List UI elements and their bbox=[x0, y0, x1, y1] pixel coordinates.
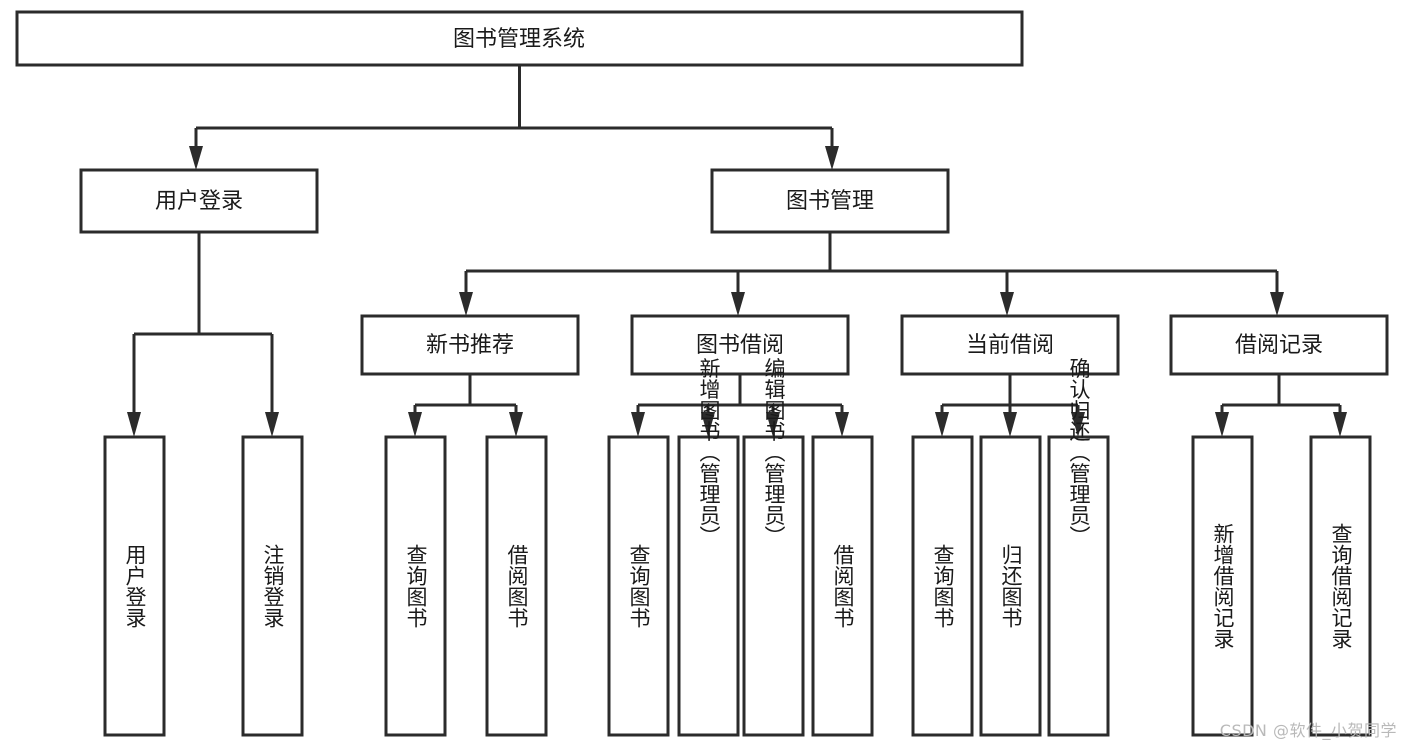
node-borrow-record-label: 借阅记录 bbox=[1235, 333, 1323, 358]
node-leaf-query-book-2-box[interactable] bbox=[607, 435, 670, 737]
node-leaf-user-login-box[interactable] bbox=[103, 435, 166, 737]
arrowhead-leaf-query-book-2 bbox=[631, 412, 645, 437]
node-user-login-box[interactable] bbox=[79, 168, 319, 234]
arrowhead-leaf-logout bbox=[265, 412, 279, 437]
node-leaf-confirm-return-label: 确认归还（管理员） bbox=[1067, 358, 1091, 547]
node-leaf-user-login-label: 用户登录 bbox=[123, 544, 147, 628]
node-leaf-borrow-book-1-label: 借阅图书 bbox=[505, 544, 529, 628]
node-leaf-edit-book-box[interactable] bbox=[742, 435, 805, 737]
node-leaf-query-book-3-label: 查询图书 bbox=[931, 544, 955, 628]
node-leaf-query-book-2-label: 查询图书 bbox=[627, 544, 651, 628]
node-borrow-record-box[interactable] bbox=[1169, 314, 1389, 376]
arrowhead-leaf-return-book bbox=[1003, 412, 1017, 437]
node-book-management[interactable]: 图书管理 bbox=[710, 168, 950, 234]
node-root-label: 图书管理系统 bbox=[453, 27, 585, 52]
node-leaf-add-book-label: 新增图书（管理员） bbox=[697, 358, 721, 547]
node-leaf-query-book-2[interactable]: 查询图书 bbox=[607, 435, 670, 737]
node-leaf-query-record[interactable]: 查询借阅记录 bbox=[1309, 435, 1372, 737]
node-leaf-user-login[interactable]: 用户登录 bbox=[103, 435, 166, 737]
arrowhead-borrow-record bbox=[1270, 292, 1284, 316]
node-leaf-return-book-label: 归还图书 bbox=[999, 544, 1023, 628]
leaf-nodes-layer: 用户登录 注销登录 查询图书 借阅图书 查询图书 新增图书（管理员） bbox=[103, 358, 1372, 737]
connector-layer bbox=[127, 65, 1347, 437]
node-leaf-borrow-book-2-box[interactable] bbox=[811, 435, 874, 737]
node-borrow-record[interactable]: 借阅记录 bbox=[1169, 314, 1389, 376]
arrowhead-user-login bbox=[189, 146, 203, 170]
node-leaf-add-book-box[interactable] bbox=[677, 435, 740, 737]
node-root[interactable]: 图书管理系统 bbox=[15, 10, 1024, 67]
arrowhead-book-management bbox=[825, 146, 839, 170]
node-leaf-confirm-return-box[interactable] bbox=[1047, 435, 1110, 737]
node-leaf-logout-box[interactable] bbox=[241, 435, 304, 737]
arrowhead-leaf-user-login bbox=[127, 412, 141, 437]
arrowhead-leaf-borrow-book-1 bbox=[509, 412, 523, 437]
node-current-borrow[interactable]: 当前借阅 bbox=[900, 314, 1120, 376]
node-leaf-borrow-book-1-box[interactable] bbox=[485, 435, 548, 737]
node-leaf-confirm-return[interactable]: 确认归还（管理员） bbox=[1047, 358, 1110, 737]
arrowhead-book-borrow bbox=[731, 292, 745, 316]
node-book-management-label: 图书管理 bbox=[786, 189, 874, 214]
node-leaf-borrow-book-1[interactable]: 借阅图书 bbox=[485, 435, 548, 737]
node-new-book-recommend-label: 新书推荐 bbox=[426, 333, 514, 358]
arrowhead-leaf-query-book-1 bbox=[408, 412, 422, 437]
node-leaf-return-book[interactable]: 归还图书 bbox=[979, 435, 1042, 737]
node-leaf-query-book-1-label: 查询图书 bbox=[404, 544, 428, 628]
node-leaf-add-book[interactable]: 新增图书（管理员） bbox=[677, 358, 740, 737]
arrowhead-leaf-add-record bbox=[1215, 412, 1229, 437]
node-root-box[interactable] bbox=[15, 10, 1024, 67]
node-user-login-label: 用户登录 bbox=[155, 189, 243, 214]
node-leaf-edit-book-label: 编辑图书（管理员） bbox=[762, 358, 786, 547]
node-leaf-borrow-book-2[interactable]: 借阅图书 bbox=[811, 435, 874, 737]
node-book-borrow-box[interactable] bbox=[630, 314, 850, 376]
node-leaf-query-record-box[interactable] bbox=[1309, 435, 1372, 737]
node-leaf-logout-label: 注销登录 bbox=[261, 544, 285, 628]
node-leaf-edit-book[interactable]: 编辑图书（管理员） bbox=[742, 358, 805, 737]
node-leaf-query-record-label: 查询借阅记录 bbox=[1329, 523, 1353, 649]
node-leaf-query-book-1-box[interactable] bbox=[384, 435, 447, 737]
node-book-management-box[interactable] bbox=[710, 168, 950, 234]
arrowhead-leaf-query-record bbox=[1333, 412, 1347, 437]
node-leaf-query-book-3-box[interactable] bbox=[911, 435, 974, 737]
arrowhead-current-borrow bbox=[1000, 292, 1014, 316]
node-new-book-recommend[interactable]: 新书推荐 bbox=[360, 314, 580, 376]
arrowhead-leaf-query-book-3 bbox=[935, 412, 949, 437]
node-current-borrow-box[interactable] bbox=[900, 314, 1120, 376]
arrowhead-leaf-edit-book bbox=[766, 412, 780, 437]
arrowhead-leaf-borrow-book-2 bbox=[835, 412, 849, 437]
node-leaf-add-record-box[interactable] bbox=[1191, 435, 1254, 737]
node-leaf-query-book-3[interactable]: 查询图书 bbox=[911, 435, 974, 737]
node-leaf-add-record-label: 新增借阅记录 bbox=[1211, 523, 1235, 649]
node-book-borrow-label: 图书借阅 bbox=[696, 333, 784, 358]
node-leaf-query-book-1[interactable]: 查询图书 bbox=[384, 435, 447, 737]
arrowhead-new-book-recommend bbox=[459, 292, 473, 316]
arrowhead-leaf-confirm-return bbox=[1071, 412, 1085, 437]
node-leaf-logout[interactable]: 注销登录 bbox=[241, 435, 304, 737]
node-book-borrow[interactable]: 图书借阅 bbox=[630, 314, 850, 376]
node-user-login[interactable]: 用户登录 bbox=[79, 168, 319, 234]
arrowhead-leaf-add-book bbox=[701, 412, 715, 437]
node-leaf-borrow-book-2-label: 借阅图书 bbox=[831, 544, 855, 628]
node-leaf-return-book-box[interactable] bbox=[979, 435, 1042, 737]
node-new-book-recommend-box[interactable] bbox=[360, 314, 580, 376]
node-current-borrow-label: 当前借阅 bbox=[966, 333, 1054, 358]
node-leaf-add-record[interactable]: 新增借阅记录 bbox=[1191, 435, 1254, 737]
